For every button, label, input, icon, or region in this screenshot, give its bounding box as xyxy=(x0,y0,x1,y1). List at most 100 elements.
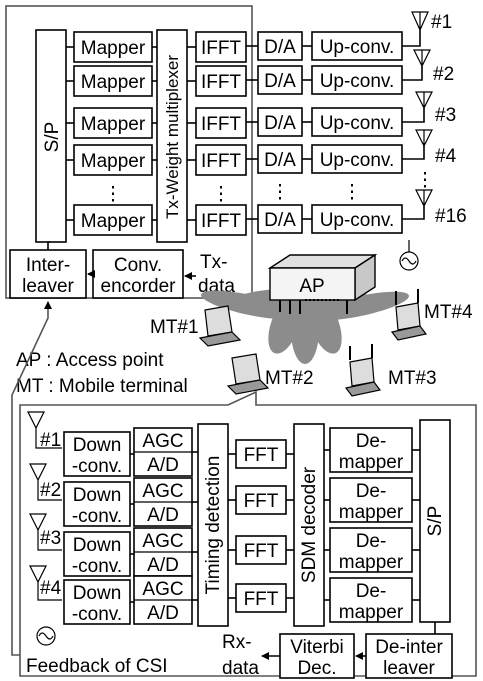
rx-antenna-label-1: #1 xyxy=(40,430,61,451)
tx-ifft-3: IFFT xyxy=(195,107,247,139)
mt1-label: MT#1 xyxy=(150,317,199,338)
tx-antenna-dots: ⋮ xyxy=(416,170,435,191)
antenna-icon xyxy=(411,11,429,32)
receiver-section: #1 #2 #3 #4 Down-conv. Down-conv. Down-c… xyxy=(19,390,477,679)
oscillator-icon xyxy=(36,626,56,646)
rx-fft-2: FFT xyxy=(235,485,287,515)
tx-mapper-4: Mapper xyxy=(73,144,153,176)
tx-da-3: D/A xyxy=(257,107,303,137)
svg-text:IFFT: IFFT xyxy=(201,38,241,59)
svg-text:AGC: AGC xyxy=(142,481,183,502)
tx-interleaver-label-2: leaver xyxy=(22,276,74,297)
tx-interleaver-block xyxy=(9,249,87,299)
svg-text:De-: De- xyxy=(356,531,387,552)
svg-text:IFFT: IFFT xyxy=(201,72,241,93)
tx-upconv-dots: ⋮ xyxy=(343,182,362,203)
tx-da-1: D/A xyxy=(257,31,303,61)
tx-antenna-label-2: #2 xyxy=(433,64,454,85)
laptop-icon xyxy=(344,344,382,397)
antenna-icon xyxy=(413,49,431,68)
rx-timing-detection-label: Timing detection xyxy=(203,456,224,595)
svg-text:Up-conv.: Up-conv. xyxy=(320,37,395,58)
antenna-icon xyxy=(27,411,62,449)
tx-ifft-dots: ⋮ xyxy=(212,184,231,205)
tx-mapper-1: Mapper xyxy=(73,31,153,63)
tx-upconv-2: Up-conv. xyxy=(311,65,403,95)
svg-text:Mapper: Mapper xyxy=(81,151,146,172)
receiver-frame xyxy=(19,390,477,677)
tx-antenna-icons xyxy=(411,11,433,208)
svg-text:mapper: mapper xyxy=(339,602,404,623)
rx-demapper-3: De-mapper xyxy=(329,527,413,573)
rx-data-label-2: data xyxy=(222,658,259,679)
svg-text:Up-conv.: Up-conv. xyxy=(320,150,395,171)
tx-encoder-block xyxy=(92,249,184,299)
tx-interleaver-label-1: Inter- xyxy=(26,255,70,276)
svg-text:Down: Down xyxy=(73,535,122,556)
tx-ifft-1: IFFT xyxy=(195,31,247,63)
tx-da-16: D/A xyxy=(257,204,303,234)
svg-text:Up-conv.: Up-conv. xyxy=(320,210,395,231)
laptop-icon xyxy=(198,305,242,347)
rx-timing-detection-block xyxy=(197,423,229,627)
rx-downconv-1: Down-conv. xyxy=(63,431,131,477)
svg-text:FFT: FFT xyxy=(244,541,279,562)
svg-text:A/D: A/D xyxy=(147,455,179,476)
svg-text:-conv.: -conv. xyxy=(72,506,122,527)
svg-text:Down: Down xyxy=(73,583,122,604)
rx-agc-ad-3: AGC A/D xyxy=(133,527,193,577)
tx-ifft-4: IFFT xyxy=(195,144,247,176)
tx-upconv-1: Up-conv. xyxy=(311,31,403,61)
svg-text:Up-conv.: Up-conv. xyxy=(320,71,395,92)
rx-antenna-label-3: #3 xyxy=(40,528,61,549)
tx-mapper-dots: ⋮ xyxy=(104,184,123,205)
rx-demapper-1: De-mapper xyxy=(329,427,413,473)
svg-text:Down: Down xyxy=(73,485,122,506)
tx-da-4: D/A xyxy=(257,144,303,174)
laptop-icon xyxy=(390,289,428,341)
svg-text:D/A: D/A xyxy=(264,150,296,171)
svg-text:D/A: D/A xyxy=(264,71,296,92)
tx-mapper-16: Mapper xyxy=(73,204,153,236)
tx-mapper-3: Mapper xyxy=(73,107,153,139)
tx-encoder-label-1: Conv. xyxy=(114,255,162,276)
svg-text:IFFT: IFFT xyxy=(201,211,241,232)
svg-text:A/D: A/D xyxy=(147,555,179,576)
svg-text:De-: De- xyxy=(356,581,387,602)
antenna-icon xyxy=(29,463,62,501)
svg-text:Mapper: Mapper xyxy=(81,114,146,135)
feedback-path xyxy=(11,301,52,656)
tx-ifft-16: IFFT xyxy=(195,204,247,236)
svg-text:Mapper: Mapper xyxy=(81,38,146,59)
legend-mt: MT : Mobile terminal xyxy=(16,376,188,397)
svg-text:AGC: AGC xyxy=(142,579,183,600)
tx-data-label-1: Tx- xyxy=(200,252,227,273)
rx-viterbi-label-1: Viterbi xyxy=(290,637,344,658)
tx-mapper-2: Mapper xyxy=(73,65,153,97)
tx-upconv-16: Up-conv. xyxy=(311,204,403,234)
tx-antenna-label-3: #3 xyxy=(435,105,456,126)
tx-weight-multiplexer-label: Tx-Weight multiplexer xyxy=(163,55,182,219)
svg-text:Mapper: Mapper xyxy=(81,211,146,232)
svg-text:-conv.: -conv. xyxy=(72,456,122,477)
svg-text:AGC: AGC xyxy=(142,531,183,552)
mt4-label: MT#4 xyxy=(424,302,473,323)
svg-text:-conv.: -conv. xyxy=(72,556,122,577)
laptop-icon xyxy=(226,353,270,395)
rx-sdm-decoder-block xyxy=(293,423,325,627)
svg-text:D/A: D/A xyxy=(264,37,296,58)
access-point-icon: AP xyxy=(267,253,378,314)
rx-deinterleaver-block xyxy=(365,633,453,679)
tx-ifft-2: IFFT xyxy=(195,65,247,97)
rx-antenna-label-2: #2 xyxy=(40,480,61,501)
svg-text:FFT: FFT xyxy=(244,445,279,466)
svg-text:FFT: FFT xyxy=(244,589,279,610)
antenna-icon xyxy=(29,565,62,601)
svg-text:mapper: mapper xyxy=(339,552,404,573)
tx-weight-multiplexer-block xyxy=(156,29,188,243)
svg-text:Down: Down xyxy=(73,435,122,456)
